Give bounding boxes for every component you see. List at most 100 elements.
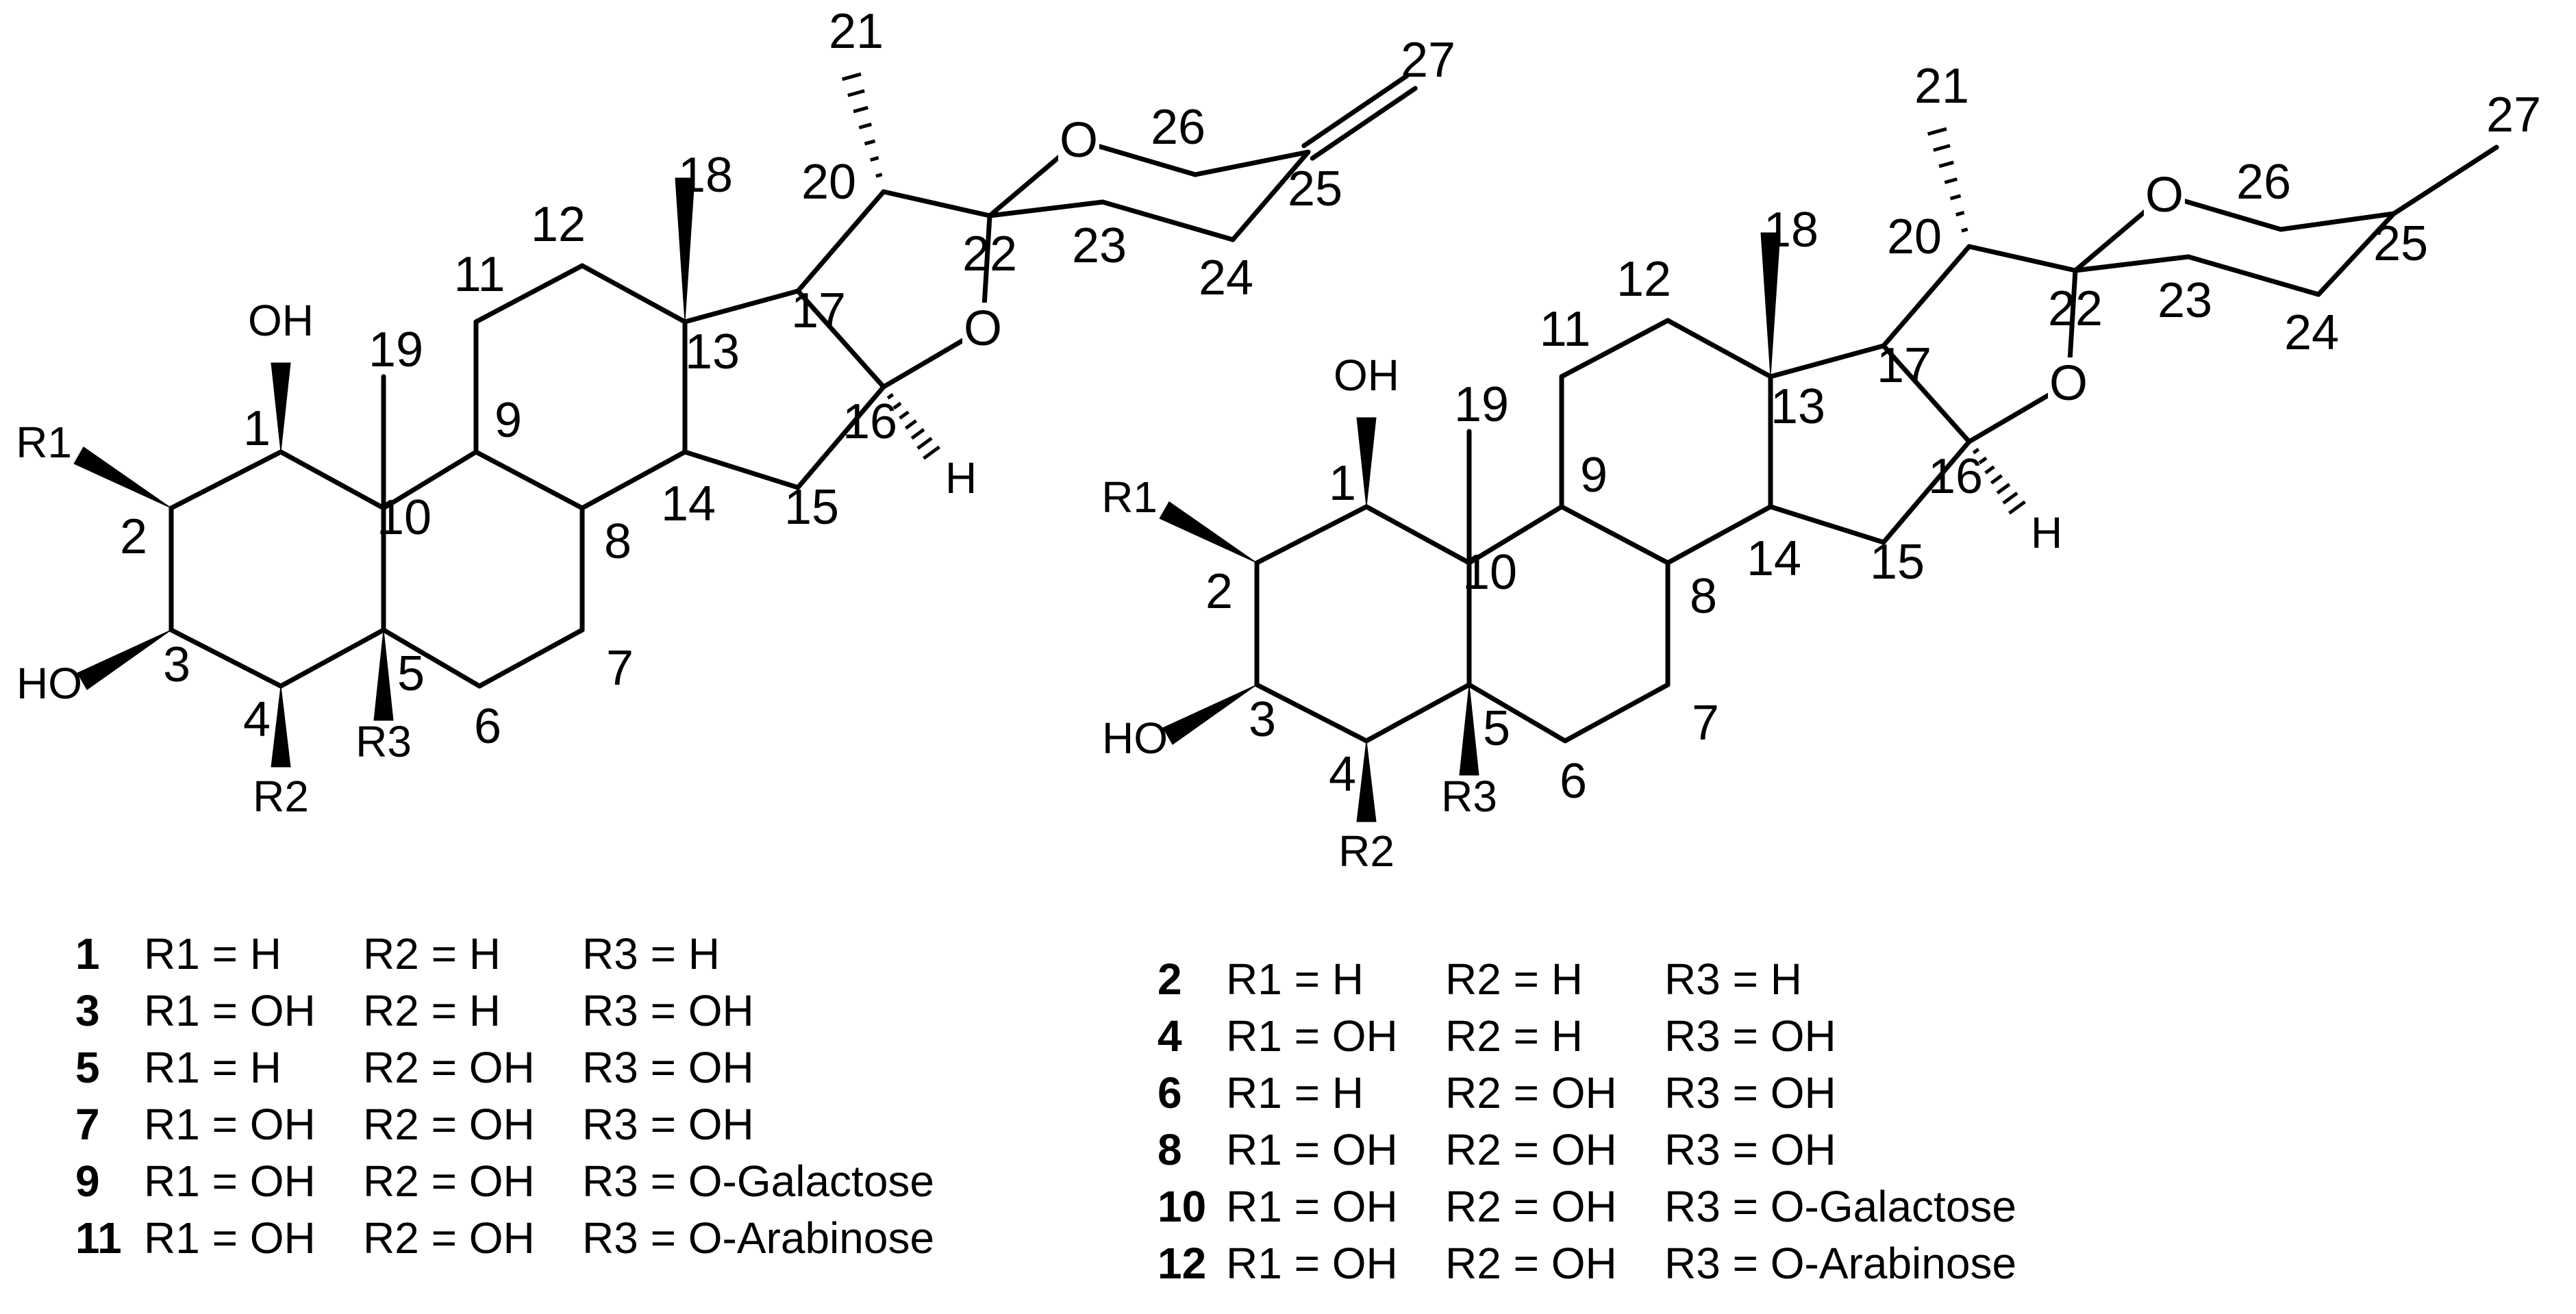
hash-C20-Me21 — [864, 139, 876, 146]
atom-number-19: 19 — [1454, 377, 1509, 432]
ho3-label: HO — [16, 659, 82, 708]
atom-number-21: 21 — [829, 4, 884, 59]
r2-value: R2 = H — [363, 986, 501, 1035]
bond-C15-C16 — [795, 384, 886, 490]
hash-C16-H16e — [2002, 491, 2018, 505]
bond-C16-C17 — [795, 288, 886, 390]
r1-value: R1 = OH — [1226, 1239, 1398, 1288]
atom-number-3: 3 — [1249, 692, 1276, 747]
bond-C24-C23 — [2186, 254, 2321, 297]
atom-number-17: 17 — [791, 283, 846, 338]
atom-number-24: 24 — [1199, 251, 1253, 305]
atom-number-15: 15 — [1870, 535, 1925, 590]
atom-number-27: 27 — [1401, 33, 1455, 88]
hash-C20-Me21 — [1927, 127, 1947, 136]
atom-number-11: 11 — [454, 247, 505, 302]
bond-C1-C2 — [168, 449, 284, 511]
hash-C16-H16e — [904, 419, 918, 430]
hash-C16-H16e — [2008, 500, 2026, 515]
wedge-C3-HO3e — [1162, 684, 1258, 745]
hash-C16-H16e — [1972, 448, 1980, 455]
atom-number-25: 25 — [2373, 216, 2428, 271]
r2-label: R2 — [253, 772, 309, 821]
hash-C20-Me21 — [1961, 227, 1968, 233]
compound-number: 8 — [1158, 1125, 1182, 1174]
bond-C25-C24 — [2316, 211, 2397, 297]
hash-C20-Me21 — [1955, 210, 1965, 217]
hash-C16-H16e — [886, 393, 895, 400]
compound-number: 3 — [75, 986, 100, 1035]
hash-C20-Me21 — [870, 155, 879, 162]
bond-C11-C12 — [473, 263, 585, 325]
r1-label: R1 — [16, 418, 72, 467]
atom-number-10: 10 — [1462, 545, 1517, 600]
atom-number-9: 9 — [1580, 448, 1608, 503]
bond-C17-C13 — [1768, 343, 1886, 379]
atom-number-20: 20 — [801, 155, 856, 210]
hash-C16-H16e — [916, 436, 933, 450]
r1-label: R1 — [1101, 472, 1158, 522]
r1-value: R1 = H — [1226, 1068, 1364, 1117]
hash-C16-H16e — [1984, 465, 1995, 475]
atom-number-13: 13 — [1771, 379, 1825, 434]
r2-value: R2 = OH — [363, 1043, 535, 1092]
wedge-C1-OH1 — [271, 362, 291, 453]
r2-value: R2 = H — [363, 929, 501, 978]
r1-value: R1 = OH — [1226, 1125, 1398, 1174]
r1-value: R1 = OH — [144, 1157, 316, 1206]
bond-C17-C13 — [682, 288, 801, 325]
r1-value: R1 = H — [144, 929, 282, 978]
wedge-C2-R1e — [1159, 501, 1258, 564]
bond-C7-C6 — [1562, 682, 1671, 744]
hash-C20-Me21 — [1949, 194, 1962, 201]
bond-C14-C15 — [682, 449, 801, 490]
oh1-label: OH — [1334, 351, 1399, 400]
atom-number-6: 6 — [474, 699, 501, 754]
bond-C6-C5 — [1466, 682, 1568, 744]
r2-value: R2 = OH — [363, 1157, 535, 1206]
atom-number-4: 4 — [1329, 747, 1356, 802]
r3-label: R3 — [1441, 772, 1497, 821]
bond-c25-c27-b — [1301, 73, 1410, 149]
bond-C15-C16 — [1881, 439, 1972, 545]
wedge-C2-R1e — [73, 446, 172, 509]
atom-number-4: 4 — [243, 692, 271, 747]
r1-value: R1 = OH — [144, 1213, 316, 1263]
bond-C14-C8 — [579, 449, 688, 511]
r1-value: R1 = H — [1226, 955, 1364, 1004]
bond-C26-C25 — [2278, 211, 2397, 232]
wedge-C4-R2e — [1356, 740, 1377, 822]
atom-number-8: 8 — [604, 514, 632, 569]
r2-value: R2 = H — [1445, 1011, 1583, 1061]
r2-value: R2 = OH — [1445, 1239, 1617, 1288]
bond-C11-C12 — [1559, 318, 1671, 379]
compound-number: 10 — [1158, 1182, 1206, 1231]
atom-number-8: 8 — [1690, 569, 1717, 624]
r2-value: R2 = OH — [1445, 1068, 1617, 1117]
atom-number-16: 16 — [842, 394, 897, 449]
hash-C20-Me21 — [858, 123, 873, 129]
wedge-C5-R3e — [373, 629, 394, 721]
bond-C24-C23 — [1100, 199, 1236, 242]
wedge-C1-OH1 — [1356, 417, 1377, 507]
atom-number-18: 18 — [1764, 203, 1818, 257]
hash-C16-H16e — [923, 445, 940, 460]
bond-C4-C5 — [1364, 682, 1472, 744]
r3-value: R3 = OH — [1664, 1125, 1836, 1174]
hash-C20-Me21 — [853, 105, 868, 114]
bond-C20-C22 — [881, 189, 992, 218]
hash-C20-Me21 — [1944, 177, 1958, 184]
atom-number-9: 9 — [495, 393, 522, 448]
compound-number: 9 — [75, 1157, 100, 1206]
